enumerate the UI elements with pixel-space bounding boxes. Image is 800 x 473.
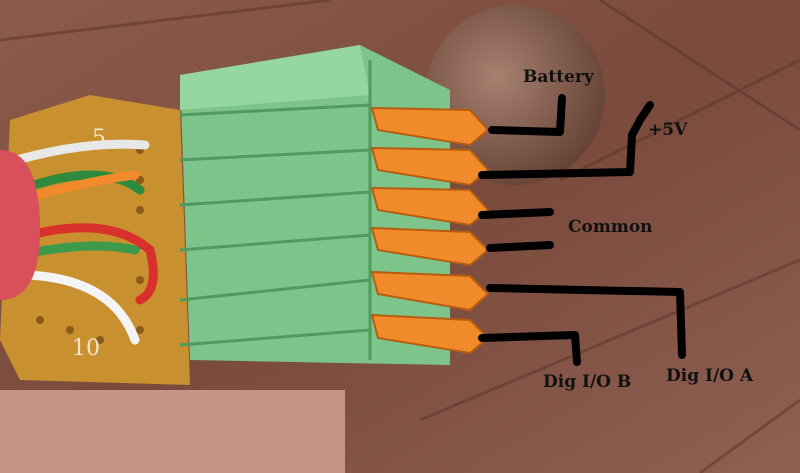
orange-levers bbox=[370, 106, 490, 355]
background-patch bbox=[0, 390, 345, 473]
label-plus-5v: +5V bbox=[648, 120, 688, 140]
terminal-block-top bbox=[180, 45, 370, 110]
perfboard bbox=[0, 95, 190, 385]
label-dig-io-b: Dig I/O B bbox=[543, 372, 632, 392]
annotation-lines bbox=[478, 94, 686, 366]
label-dig-io-a: Dig I/O A bbox=[666, 366, 754, 386]
board-marking-10: 10 bbox=[72, 336, 100, 361]
heat-shrink-tube bbox=[0, 150, 40, 300]
terminal-block-segments bbox=[179, 60, 372, 360]
label-battery: Battery bbox=[523, 67, 594, 87]
label-common: Common bbox=[568, 217, 653, 237]
